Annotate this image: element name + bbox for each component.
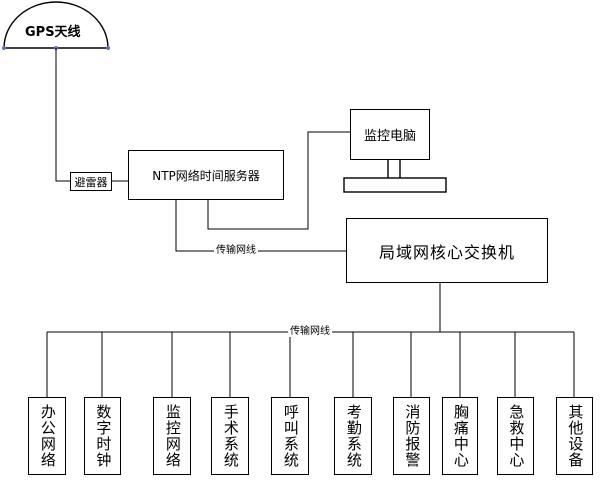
subsystem-box: 急救中心 [497, 397, 534, 475]
dome-anchor-right [106, 46, 110, 50]
cable-label-upper: 传输网线 [214, 245, 258, 256]
ntp-to-monitor-line [207, 131, 350, 230]
subsystem-box: 呼叫系统 [271, 397, 309, 475]
dome-anchor-left [2, 46, 6, 50]
ntp-server-label: NTP网络时间服务器 [152, 168, 260, 183]
lightning-arrester-box: 避雷器 [70, 172, 112, 191]
ntp-server-box: NTP网络时间服务器 [128, 150, 284, 200]
subsystem-box: 消防报警 [393, 397, 430, 475]
ntp-to-switch-line [175, 200, 346, 252]
subsystem-box: 手术系统 [211, 397, 249, 475]
subsystem-box: 胸痛中心 [442, 397, 478, 475]
gps-antenna-dome [3, 1, 109, 49]
subsystem-box: 其他设备 [556, 397, 593, 475]
monitor-base [343, 177, 447, 193]
gps-antenna-label: GPS天线 [25, 25, 81, 40]
subsystem-box: 数字时钟 [84, 397, 121, 475]
monitor-pc-label: 监控电脑 [363, 129, 416, 144]
subsystem-drops [46, 332, 575, 397]
gps-to-arrester-line [55, 48, 70, 182]
monitor-pc-screen: 监控电脑 [350, 109, 430, 160]
subsystem-box: 办公网络 [28, 397, 66, 475]
cable-label-lower: 传输网线 [288, 326, 332, 337]
core-switch-label: 局域网核心交换机 [378, 242, 515, 262]
subsystem-box: 考勤系统 [334, 397, 372, 475]
subsystem-box: 监控网络 [153, 397, 191, 475]
core-switch-box: 局域网核心交换机 [346, 218, 548, 283]
lightning-arrester-label: 避雷器 [74, 175, 108, 189]
